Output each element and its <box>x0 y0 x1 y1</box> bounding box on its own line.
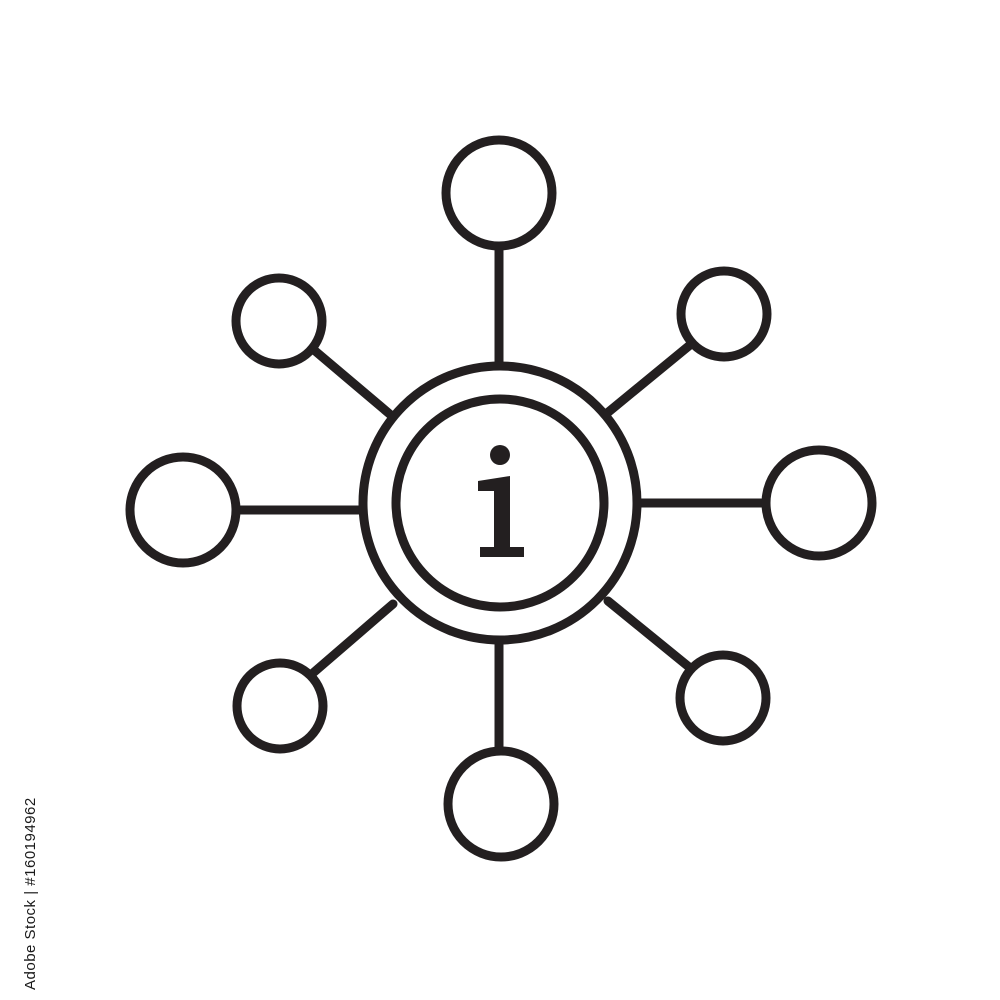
connector-line-top-right <box>601 340 695 419</box>
connector-line-top-left <box>309 345 397 421</box>
node-top-left <box>231 273 327 369</box>
node-top-right <box>676 266 772 362</box>
node-bottom-right <box>675 650 771 746</box>
connector-lines <box>231 241 771 757</box>
node-bottom <box>443 746 559 862</box>
info-icon-stem <box>478 476 524 557</box>
node-right <box>761 445 877 561</box>
info-icon <box>478 445 524 557</box>
node-left <box>125 452 241 568</box>
connector-line-bottom-right <box>603 596 694 672</box>
connector-line-bottom-left <box>308 599 398 678</box>
info-icon-dot <box>490 445 510 465</box>
node-bottom-left <box>232 658 328 754</box>
node-top <box>441 135 557 251</box>
satellite-nodes <box>125 135 877 862</box>
stock-id-watermark: Adobe Stock | #160194962 <box>22 797 39 990</box>
